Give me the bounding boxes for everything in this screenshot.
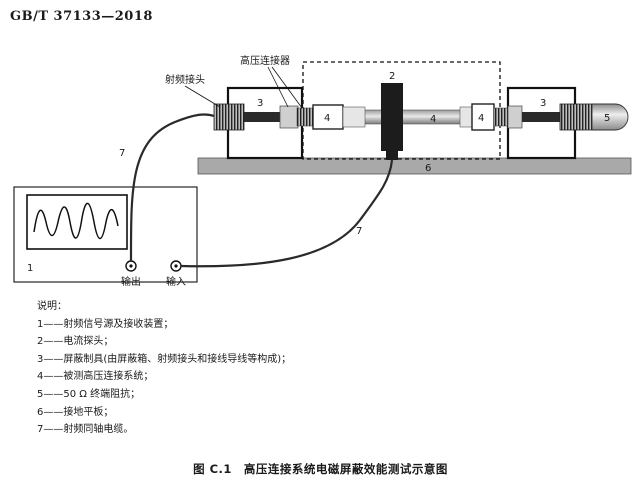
coax-cable-input: [180, 159, 394, 268]
label-rf-connector: 射频接头: [165, 73, 205, 86]
ground-plate: [197, 157, 632, 175]
standard-number: GB/T 37133—2018: [10, 9, 153, 24]
legend-item: 6——接地平板；: [37, 406, 114, 418]
label-4-left: 4: [324, 113, 330, 124]
legend-title: 说明：: [37, 301, 67, 312]
output-port-pin: [129, 264, 133, 268]
current-probe-clamp: [386, 151, 398, 160]
legend-item: 7——射频同轴电缆。: [37, 424, 134, 436]
rf-connector-right: [559, 103, 593, 131]
hv-connector-adapter-left: [279, 105, 299, 129]
sleeve-left: [342, 106, 366, 128]
hv-connector-ribs-left: [296, 107, 314, 127]
hv-connector-ribs-right: [493, 107, 509, 127]
legend-item: 1——射频信号源及接收装置；: [37, 318, 174, 330]
coax-cable-output: [129, 113, 215, 262]
rf-connector-right-stub: [522, 112, 560, 122]
termination-50-ohm: [591, 103, 629, 131]
legend-item: 4——被测高压连接系统；: [37, 371, 154, 383]
label-4-mid: 4: [430, 114, 436, 125]
hv-connector-adapter-right: [507, 105, 523, 129]
label-6: 6: [425, 163, 431, 174]
current-probe: [381, 83, 403, 151]
label-1: 1: [27, 263, 33, 274]
label-input: 输入: [166, 275, 186, 288]
label-2: 2: [389, 71, 395, 82]
waveform: [33, 202, 119, 240]
legend-item: 2——电流探头；: [37, 336, 114, 348]
label-hv-connector: 高压连接器: [240, 54, 290, 67]
input-port-pin: [174, 264, 178, 268]
rf-connector-left: [213, 103, 245, 131]
label-3-right: 3: [540, 98, 546, 109]
test-setup-diagram: 6 3 3 4 4 4 5 2 射频接头 高压连接器 1 输出 输入: [13, 54, 632, 288]
label-7-right: 7: [356, 226, 362, 237]
figure-caption: 图 C.1 高压连接系统电磁屏蔽效能测试示意图: [193, 462, 448, 476]
sleeve-right: [459, 106, 473, 128]
legend: 说明： 1——射频信号源及接收装置； 2——电流探头； 3——屏蔽制具(由屏蔽箱…: [37, 298, 291, 439]
legend-item: 3——屏蔽制具(由屏蔽箱、射频接头和接线导线等构成)；: [37, 353, 292, 365]
label-5: 5: [604, 113, 610, 124]
label-4-right: 4: [478, 113, 484, 124]
label-3-left: 3: [257, 98, 263, 109]
legend-item: 5——50 Ω 终端阻抗；: [37, 388, 141, 400]
rf-connector-left-stub: [244, 112, 280, 122]
label-7-left: 7: [119, 148, 125, 159]
instrument-screen: [26, 194, 128, 250]
leader-hv-connector-a: [267, 66, 289, 108]
leader-hv-connector-b: [271, 66, 303, 109]
label-output: 输出: [121, 275, 141, 288]
leader-rf-connector: [184, 85, 221, 108]
